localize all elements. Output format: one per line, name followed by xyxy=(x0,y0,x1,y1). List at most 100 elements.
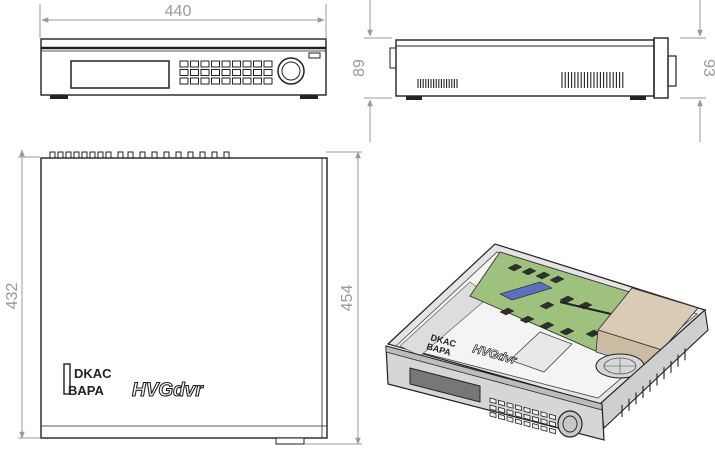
front-key xyxy=(242,60,252,68)
iso-key xyxy=(523,420,531,428)
front-key xyxy=(200,77,210,85)
iso-keypad xyxy=(489,397,556,435)
front-key xyxy=(221,77,231,85)
rear-connector xyxy=(65,151,72,159)
front-key xyxy=(211,77,220,85)
iso-key xyxy=(532,408,539,416)
front-key xyxy=(253,77,262,85)
front-key xyxy=(179,69,189,76)
rear-connector xyxy=(199,151,206,159)
brand-logo: DKAC BAPA xyxy=(63,363,112,398)
front-foot-left xyxy=(50,95,68,99)
pcb-connector xyxy=(499,281,553,301)
iso-key xyxy=(515,404,522,412)
side-foot-front xyxy=(630,96,646,100)
side-jog-dial xyxy=(667,55,677,87)
front-key xyxy=(232,77,241,85)
side-vent-right xyxy=(561,72,624,88)
iso-key xyxy=(498,399,505,407)
rear-connector xyxy=(127,151,134,159)
side-view: 89 93 xyxy=(351,0,715,142)
rear-connector xyxy=(57,151,64,159)
iso-key xyxy=(489,397,497,405)
front-key xyxy=(190,69,199,76)
front-key xyxy=(253,60,262,68)
front-height-label: 89 xyxy=(351,59,368,77)
jog-dial xyxy=(277,57,305,85)
front-key xyxy=(190,60,199,68)
iso-key xyxy=(532,422,539,430)
rear-connector xyxy=(89,151,96,159)
top-jog-dial xyxy=(275,437,305,445)
iso-display-window xyxy=(409,367,481,403)
isometric-view: DKAC BAPA HVGdvr xyxy=(385,243,709,441)
front-view: 440 xyxy=(39,3,327,99)
front-key xyxy=(263,60,273,68)
iso-key xyxy=(549,420,556,428)
rear-connectors xyxy=(49,151,230,159)
iso-key xyxy=(540,425,548,432)
logo-line1: DKAC xyxy=(74,366,112,381)
front-foot-right xyxy=(300,95,318,99)
iso-key xyxy=(498,406,505,414)
iso-key xyxy=(540,418,548,425)
depth-left-label: 432 xyxy=(4,283,21,310)
depth-right-label: 454 xyxy=(339,285,356,312)
front-key xyxy=(190,77,199,85)
front-keypad xyxy=(179,60,273,85)
iso-hdd-bracket xyxy=(509,331,573,373)
side-vent-left xyxy=(417,79,458,88)
front-key xyxy=(263,69,273,76)
iso-key xyxy=(506,409,514,416)
rear-connector xyxy=(175,151,182,159)
rear-connector xyxy=(73,151,80,159)
rear-connector xyxy=(81,151,88,159)
front-key xyxy=(232,69,241,76)
iso-key xyxy=(498,413,505,421)
iso-key xyxy=(506,416,514,423)
iso-key xyxy=(549,413,556,421)
logo-line2: BAPA xyxy=(68,383,104,398)
product-name: HVGdvr xyxy=(132,380,204,401)
top-chassis xyxy=(40,157,328,439)
rear-connector xyxy=(139,151,146,159)
front-chassis xyxy=(40,38,327,96)
front-key xyxy=(179,77,189,85)
rear-connector xyxy=(187,151,194,159)
rear-connector xyxy=(211,151,218,159)
front-key xyxy=(221,60,231,68)
side-height-label: 93 xyxy=(700,59,715,77)
rear-connector xyxy=(105,151,112,159)
front-key xyxy=(211,69,220,76)
iso-fan xyxy=(595,353,645,379)
iso-key xyxy=(523,406,531,414)
width-dimension-label: 440 xyxy=(165,3,192,20)
rear-connector xyxy=(97,151,104,159)
front-key xyxy=(221,69,231,76)
side-foot-rear xyxy=(406,96,422,100)
front-key xyxy=(253,69,262,76)
pcb-components xyxy=(499,263,629,338)
front-key xyxy=(263,77,273,85)
front-key xyxy=(200,69,210,76)
front-display-window xyxy=(70,60,170,89)
rear-connector xyxy=(117,151,124,159)
top-view: 432 454 DKAC BAPA HVGdvr xyxy=(4,149,362,445)
rear-connector xyxy=(49,151,56,159)
front-power-led xyxy=(308,52,321,59)
side-chassis xyxy=(395,39,655,97)
rear-connector xyxy=(151,151,158,159)
iso-key xyxy=(540,411,548,418)
iso-key xyxy=(549,427,556,435)
iso-key xyxy=(515,411,522,419)
iso-side-vents xyxy=(621,348,686,417)
iso-key xyxy=(515,418,522,426)
front-key xyxy=(200,60,210,68)
front-key xyxy=(232,60,241,68)
iso-key xyxy=(523,413,531,421)
front-key xyxy=(211,60,220,68)
front-key xyxy=(242,77,252,85)
front-key xyxy=(242,69,252,76)
front-key xyxy=(179,60,189,68)
